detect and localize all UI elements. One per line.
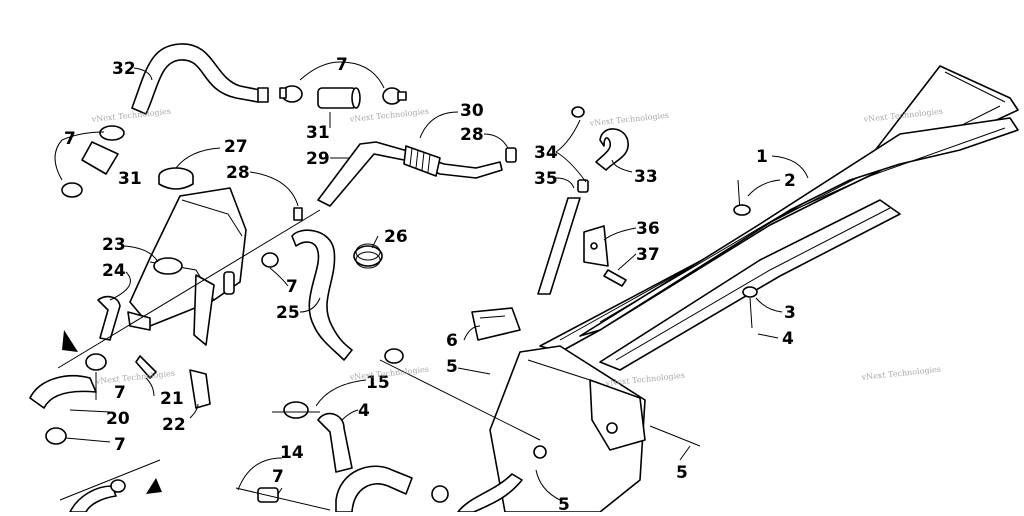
callout-33: 33 xyxy=(634,167,658,187)
callout-21: 21 xyxy=(160,389,184,409)
callout-31: 31 xyxy=(118,169,142,189)
hose-24 xyxy=(97,295,121,341)
clamp-7-left-a xyxy=(85,353,107,371)
watermark: vNext Technologies xyxy=(604,371,685,388)
callout-7: 7 xyxy=(336,55,348,75)
coolant-tank xyxy=(127,187,247,346)
bolt-21 xyxy=(135,355,157,379)
fastener-3 xyxy=(742,286,758,329)
callout-37: 37 xyxy=(636,245,660,265)
callout-32: 32 xyxy=(112,59,136,79)
hose-33 xyxy=(571,106,629,171)
hose-15 xyxy=(317,412,353,473)
callout-29: 29 xyxy=(306,149,330,169)
watermark: vNext Technologies xyxy=(94,369,175,386)
callout-31: 31 xyxy=(306,123,330,143)
callout-7: 15 xyxy=(366,373,390,393)
callout-35: 35 xyxy=(534,169,558,189)
callout-7: 7 xyxy=(286,277,298,297)
callout-1: 1 xyxy=(756,147,768,167)
bracket-36 xyxy=(583,225,609,267)
hose-35 xyxy=(537,179,589,295)
hose-lower-center xyxy=(335,465,523,513)
callout-15: 4 xyxy=(358,401,370,421)
hose-lower-left xyxy=(69,479,126,513)
callout-4: 4 xyxy=(782,329,794,349)
callout-36: 36 xyxy=(636,219,660,239)
callout-24: 24 xyxy=(102,261,126,281)
fastener-2 xyxy=(733,179,751,216)
callout-14: 7 xyxy=(272,467,284,487)
watermark: vNext Technologies xyxy=(588,111,669,128)
hose-31-top xyxy=(317,87,361,109)
hose-20 xyxy=(29,375,97,409)
callout-28: 28 xyxy=(226,163,250,183)
callout-30: 30 xyxy=(460,101,484,121)
clamp-7-lower-a xyxy=(283,401,309,419)
hose-25 xyxy=(291,229,353,361)
callout-20: 20 xyxy=(106,409,130,429)
callout-25: 25 xyxy=(276,303,300,323)
callout-5: 5 xyxy=(676,463,688,483)
hose-32 xyxy=(131,43,269,115)
assembly-lines xyxy=(57,209,701,511)
callout-7: 5 xyxy=(558,495,570,512)
part-6-pad xyxy=(471,307,521,341)
arrow-left-icon xyxy=(62,330,78,352)
callout-23: 23 xyxy=(102,235,126,255)
watermark: vNext Technologies xyxy=(90,107,171,124)
clamp-7-top-b xyxy=(382,87,407,105)
callout-27: 27 xyxy=(224,137,248,157)
callout-34: 34 xyxy=(534,143,558,163)
callout-3: 3 xyxy=(784,303,796,323)
radiator-cap xyxy=(158,167,194,190)
spring-26 xyxy=(353,243,383,269)
heat-exchanger-rails xyxy=(539,65,1019,371)
leader-lines xyxy=(54,61,809,501)
callout-22: 22 xyxy=(162,415,186,435)
hose-29-30 xyxy=(317,141,517,207)
callout-7: 7 xyxy=(114,383,126,403)
callout-7: 7 xyxy=(64,129,76,149)
callout-7: 7 xyxy=(114,435,126,455)
callout-6: 6 xyxy=(446,331,458,351)
clamp-28-upper xyxy=(293,207,303,221)
hose-31-left xyxy=(61,125,125,198)
callout-2: 2 xyxy=(784,171,796,191)
clamp-7-mid xyxy=(261,252,279,268)
clamp-7-top-a xyxy=(279,85,303,103)
callout-26: 26 xyxy=(384,227,408,247)
callout-labels: 32 7 31 30 28 29 7 31 27 28 23 24 26 7 2… xyxy=(64,55,796,515)
callout-4: 14 xyxy=(280,443,304,463)
clamp-7-left-b xyxy=(45,427,67,445)
bracket-22 xyxy=(189,369,211,409)
arrow-lower-icon xyxy=(146,478,162,494)
bolt-37 xyxy=(603,269,627,287)
watermark: vNext Technologies xyxy=(860,365,941,382)
watermark: vNext Technologies xyxy=(348,107,429,124)
callout-5: 5 xyxy=(446,357,458,377)
clamp-7-mid-b xyxy=(384,348,404,364)
clamp-7-lower-b xyxy=(431,485,449,503)
callout-28: 28 xyxy=(460,125,484,145)
front-bulkhead xyxy=(489,345,646,513)
